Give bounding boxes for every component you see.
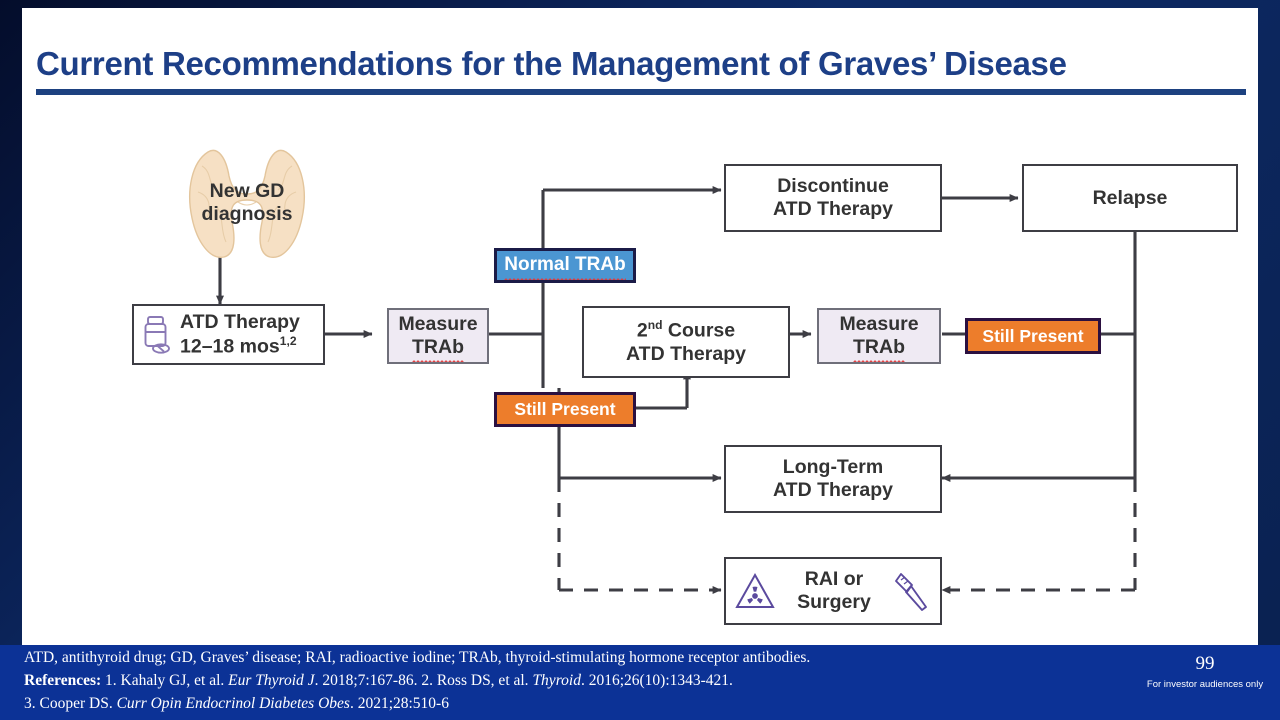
still-present-2-label: Still Present	[982, 325, 1084, 346]
diagnosis-line-1: New GD	[209, 180, 285, 202]
normal-trab-label: Normal TRAb	[504, 254, 627, 280]
relapse-label: Relapse	[1092, 186, 1168, 209]
new-gd-diagnosis-label: New GD diagnosis	[172, 180, 322, 227]
references-label: References:	[24, 671, 102, 689]
node-long-term-atd[interactable]: Long-Term ATD Therapy	[724, 445, 942, 513]
biohazard-icon	[735, 572, 775, 608]
atd-therapy-line-2: 12–18 mos1,2	[180, 334, 323, 358]
node-measure-trab-2[interactable]: Measure TRAb	[817, 308, 941, 364]
node-rai-or-surgery[interactable]: RAI or Surgery	[724, 557, 942, 625]
thyroid-icon	[189, 149, 305, 258]
second-course-ordinal: nd	[647, 318, 663, 333]
discontinue-line-1: Discontinue	[777, 175, 889, 198]
atd-therapy-line-1: ATD Therapy	[180, 310, 300, 333]
long-term-line-1: Long-Term	[782, 456, 884, 479]
node-measure-trab-1[interactable]: Measure TRAb	[387, 308, 489, 364]
second-course-line-2: ATD Therapy	[626, 342, 746, 365]
node-still-present-2[interactable]: Still Present	[965, 318, 1101, 354]
node-discontinue-atd[interactable]: Discontinue ATD Therapy	[724, 164, 942, 232]
node-atd-therapy[interactable]: ATD Therapy 12–18 mos1,2	[132, 304, 325, 365]
rai-surgery-line-2: Surgery	[797, 591, 871, 613]
long-term-line-2: ATD Therapy	[773, 479, 893, 501]
references-line-2: 3. Cooper DS. Curr Opin Endocrinol Diabe…	[24, 693, 954, 716]
node-normal-trab[interactable]: Normal TRAb	[494, 248, 636, 283]
measure-trab-2-line-1: Measure	[839, 313, 919, 336]
ref-2-authors: Ross DS, et al.	[436, 671, 533, 689]
title-block: Current Recommendations for the Manageme…	[36, 45, 1248, 96]
node-relapse[interactable]: Relapse	[1022, 164, 1238, 232]
rai-surgery-line-1: RAI or	[804, 568, 864, 591]
discontinue-line-2: ATD Therapy	[773, 198, 893, 220]
diagnosis-line-2: diagnosis	[201, 203, 293, 226]
atd-reference-superscript: 1,2	[279, 333, 297, 348]
page-title: Current Recommendations for the Manageme…	[36, 45, 1067, 82]
treatment-flowchart: New GD diagnosis ATD Therapy	[22, 8, 1258, 645]
scalpel-icon	[895, 573, 927, 611]
second-course-number: 2	[636, 319, 648, 342]
audience-note: For investor audiences only	[1146, 679, 1264, 690]
measure-trab-2-line-2: TRAb	[853, 336, 905, 362]
slide-canvas: Current Recommendations for the Manageme…	[22, 8, 1258, 645]
node-second-course-atd[interactable]: 2nd Course ATD Therapy	[582, 306, 790, 378]
ref-1-num: 1.	[105, 671, 121, 689]
second-course-line-1: 2nd Course	[626, 318, 746, 342]
ref-3-authors: Cooper DS.	[39, 694, 117, 712]
still-present-1-label: Still Present	[514, 399, 616, 420]
ref-1-cite: . 2018;7:167-86.	[314, 671, 422, 689]
ref-3-num: 3.	[24, 694, 40, 712]
ref-1-journal: Eur Thyroid J	[228, 671, 315, 689]
ref-2-journal: Thyroid	[532, 671, 581, 689]
node-still-present-1[interactable]: Still Present	[494, 392, 636, 427]
title-underline-rule	[36, 89, 1246, 96]
atd-duration: 12–18 mos	[180, 335, 280, 358]
ref-2-num: 2.	[421, 671, 437, 689]
measure-trab-1-line-2: TRAb	[412, 336, 464, 362]
new-gd-diagnosis-node: New GD diagnosis	[172, 144, 322, 279]
pill-bottle-icon	[144, 315, 170, 354]
second-course-word: Course	[662, 319, 736, 342]
references-line-1: References: 1. Kahaly GJ, et al. Eur Thy…	[24, 670, 954, 693]
slide-number: 99	[1195, 653, 1215, 674]
footnote-text: ATD, antithyroid drug; GD, Graves’ disea…	[24, 647, 954, 715]
measure-trab-1-line-1: Measure	[398, 313, 478, 336]
ref-3-cite: . 2021;28:510-6	[349, 694, 449, 712]
slide-footer: ATD, antithyroid drug; GD, Graves’ disea…	[0, 645, 1280, 720]
ref-1-authors: Kahaly GJ, et al.	[120, 671, 229, 689]
ref-3-journal: Curr Opin Endocrinol Diabetes Obes	[116, 694, 350, 712]
abbreviations-line: ATD, antithyroid drug; GD, Graves’ disea…	[24, 649, 811, 666]
ref-2-cite: . 2016;26(10):1343-421.	[580, 671, 733, 689]
